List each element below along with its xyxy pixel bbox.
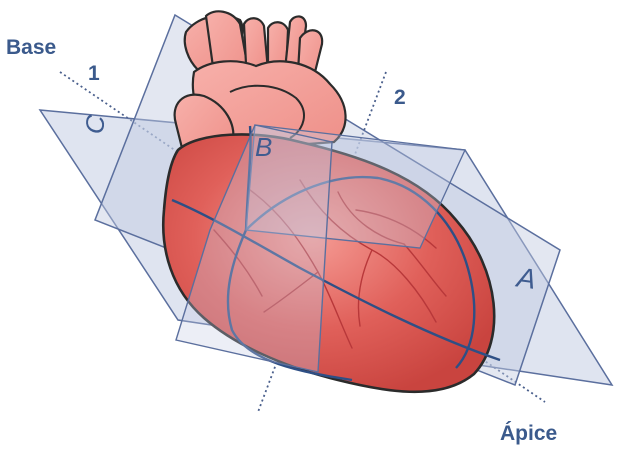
plane-b-label: B <box>255 132 272 162</box>
base-label: Base <box>6 36 56 59</box>
axis-2-label: 2 <box>394 86 406 109</box>
apex-label: Ápice <box>500 422 557 445</box>
axis-1-label: 1 <box>88 62 100 85</box>
